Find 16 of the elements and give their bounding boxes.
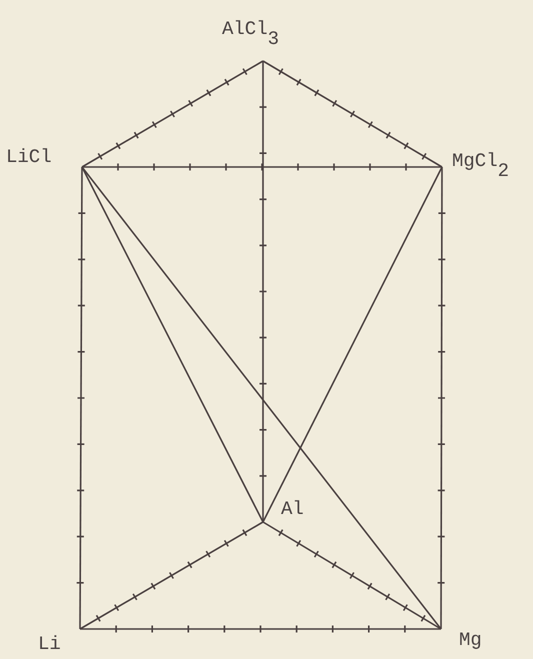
tie-line (262, 60, 442, 168)
tie-line (79, 167, 83, 629)
tie-line (82, 60, 264, 168)
tie-line (440, 167, 443, 629)
tie-line (80, 521, 264, 630)
tie-line (262, 521, 442, 630)
vertex-label: Mg (441, 629, 493, 653)
vertex-label: Al (263, 498, 315, 522)
vertex-label: Li (36, 629, 80, 655)
vertex-label: LiCl (6, 146, 82, 167)
tie-line (262, 166, 443, 522)
tie-line (81, 166, 264, 522)
tie-line (80, 628, 441, 630)
tie-line (81, 166, 442, 630)
tie-line (262, 61, 264, 522)
tie-line (82, 166, 442, 168)
